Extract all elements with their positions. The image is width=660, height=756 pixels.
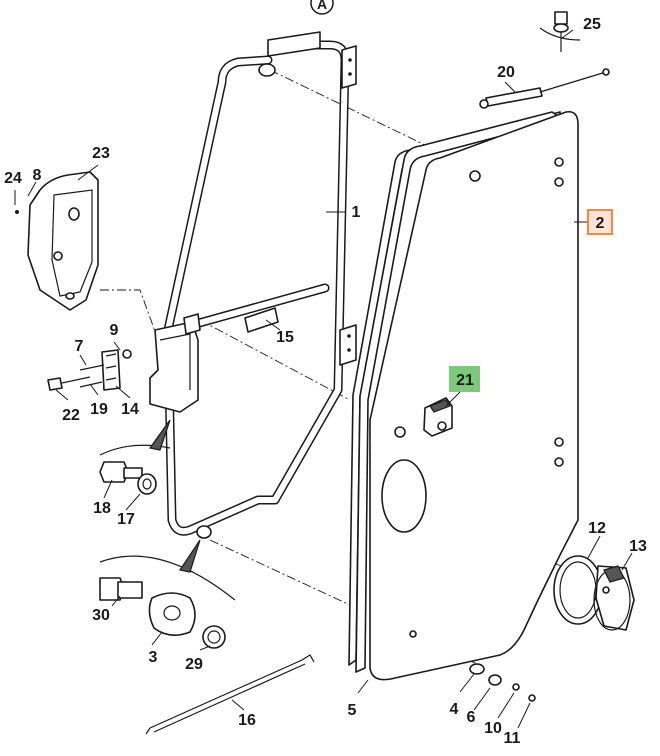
callout-6[interactable]: 6: [467, 709, 476, 726]
callout-2[interactable]: 2: [596, 215, 605, 232]
callout-4[interactable]: 4: [450, 701, 459, 718]
callout-1[interactable]: 1: [352, 204, 361, 221]
callout-5[interactable]: 5: [348, 702, 357, 719]
callout-14[interactable]: 14: [121, 401, 139, 418]
callout-24[interactable]: 24: [4, 170, 22, 187]
door-frame: [163, 31, 357, 539]
view-marker-a: A: [310, 0, 334, 15]
callout-17[interactable]: 17: [117, 511, 135, 528]
callout-13[interactable]: 13: [629, 538, 647, 555]
callout-23[interactable]: 23: [92, 145, 110, 162]
leader-lines: [14, 29, 633, 729]
callout-19[interactable]: 19: [90, 401, 108, 418]
callout-11[interactable]: 11: [504, 730, 521, 747]
latch-cover: [15, 171, 99, 311]
callout-25[interactable]: 25: [583, 16, 601, 33]
callout-21-highlight: [449, 366, 480, 392]
callout-15[interactable]: 15: [276, 329, 294, 346]
gas-strut: [479, 68, 610, 109]
pin-detail-lower: [99, 539, 236, 649]
callout-30[interactable]: 30: [92, 607, 110, 624]
callout-21[interactable]: 21: [456, 372, 474, 389]
svg-text:A: A: [317, 0, 327, 12]
callout-9[interactable]: 9: [110, 322, 119, 339]
latch-handle: [423, 397, 453, 437]
pin-detail-upper: [99, 419, 171, 495]
callout-29[interactable]: 29: [185, 656, 203, 673]
callout-16[interactable]: 16: [238, 712, 256, 729]
striker-assembly: [47, 313, 201, 413]
callout-22[interactable]: 22: [62, 407, 80, 424]
ball-stud: [539, 11, 581, 52]
callout-7[interactable]: 7: [75, 338, 84, 355]
callout-8[interactable]: 8: [33, 167, 42, 184]
callout-18[interactable]: 18: [93, 500, 111, 517]
door-rod: [145, 654, 315, 735]
callout-12[interactable]: 12: [588, 520, 606, 537]
door-lock: [553, 555, 635, 631]
callout-2-highlight: [587, 209, 613, 235]
callout-labels: 1 2 3 4 5 6 7 8 9 10 11 12 13 14 15 16 1…: [4, 16, 647, 747]
callout-20[interactable]: 20: [497, 64, 515, 81]
washers-and-screws: [469, 663, 536, 702]
callout-3[interactable]: 3: [149, 649, 158, 666]
callout-10[interactable]: 10: [484, 720, 502, 737]
door-glass-panel: [348, 110, 579, 681]
